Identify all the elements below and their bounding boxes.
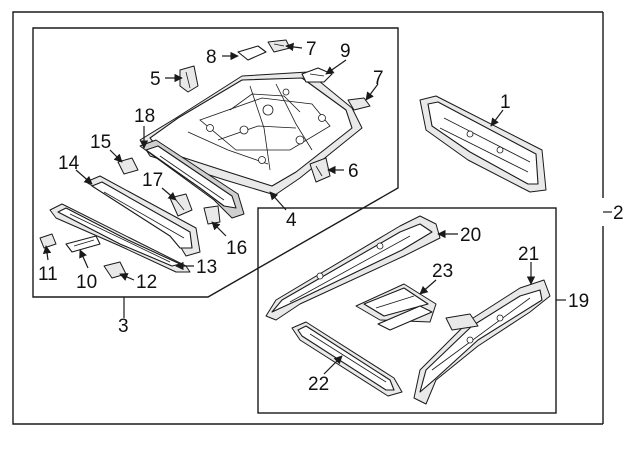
- callout-2: 2: [613, 203, 624, 224]
- callout-16: 16: [226, 238, 247, 259]
- bracket-15: [117, 157, 139, 175]
- leader-7a: [285, 42, 303, 52]
- leader-10: [79, 249, 89, 269]
- rail-22: [291, 321, 403, 397]
- bracket-assembly-23: [355, 283, 437, 331]
- floor-pan-group-frame: [32, 27, 399, 298]
- leader-9: [325, 59, 347, 75]
- leader-17: [161, 187, 177, 201]
- bracket-16: [203, 205, 221, 225]
- callout-11: 11: [38, 264, 58, 285]
- callout-23: 23: [432, 261, 453, 282]
- callout-9: 9: [340, 41, 351, 62]
- callout-18: 18: [134, 106, 155, 127]
- callout-labels: 1 2 3 4 5 6 7 7 8 9 10 11 12 13 14 15 16…: [38, 39, 624, 395]
- callout-21: 21: [518, 244, 539, 265]
- callout-15: 15: [90, 132, 111, 153]
- plate-8: [237, 45, 267, 61]
- callout-7a: 7: [306, 39, 317, 60]
- callout-7b: 7: [373, 68, 384, 89]
- leader-4: [269, 191, 287, 211]
- callout-3: 3: [118, 316, 129, 337]
- bracket-6: [309, 157, 331, 183]
- bracket-10: [65, 235, 101, 253]
- side-rail-extension-14: [85, 175, 201, 257]
- callout-12: 12: [136, 272, 157, 293]
- leader-22: [323, 355, 343, 375]
- leader-15: [109, 149, 123, 163]
- callout-20: 20: [460, 225, 481, 246]
- side-rail-21: [413, 279, 551, 405]
- crossmember-20: [265, 215, 441, 321]
- leader-7b: [365, 83, 379, 101]
- callout-19: 19: [568, 291, 589, 312]
- rear-panel-1: [419, 95, 547, 193]
- bracket-5: [179, 65, 199, 93]
- leader-11: [42, 245, 52, 261]
- leader-14: [75, 169, 93, 185]
- leader-lines: [42, 42, 612, 375]
- leader-1: [490, 109, 504, 127]
- leader-23: [419, 279, 437, 295]
- plate-9: [301, 67, 333, 83]
- rear-floor-pan: [139, 71, 363, 196]
- callout-13: 13: [196, 257, 217, 278]
- callout-4: 4: [286, 210, 297, 231]
- callout-8: 8: [206, 47, 217, 68]
- crossmember-group-frame: [257, 207, 557, 414]
- outer-frame: [12, 11, 604, 425]
- leader-16: [211, 221, 227, 237]
- callout-6: 6: [348, 161, 359, 182]
- rear-floor-crossmember-18: [139, 139, 245, 219]
- callout-5: 5: [150, 69, 161, 90]
- callout-14: 14: [58, 153, 80, 174]
- callout-22: 22: [308, 374, 329, 395]
- leader-12: [119, 273, 135, 281]
- clip-11: [39, 233, 57, 249]
- callout-1: 1: [500, 92, 511, 113]
- callout-17: 17: [142, 170, 163, 191]
- callout-10: 10: [76, 272, 97, 293]
- bracket-7-right: [347, 97, 371, 111]
